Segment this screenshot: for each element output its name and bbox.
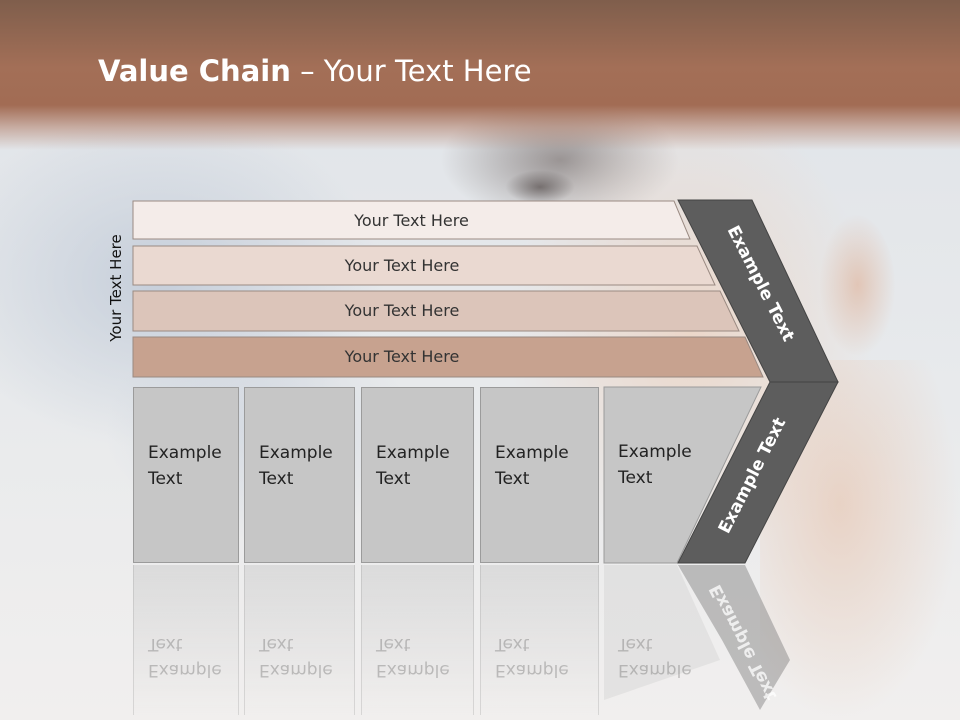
column-3-reflection: Example Text [361,565,474,715]
bar-4-shape [132,336,764,378]
bar-3-label: Your Text Here [344,301,460,320]
column-1-reflection-line2: Text [148,634,183,654]
column-1-reflection: Example Text [133,565,239,715]
column-5-line1: Example [618,442,692,462]
page-title[interactable]: Value Chain – Your Text Here [98,54,532,88]
column-3-line1: Example [376,443,450,463]
column-4-reflection: Example Text [480,565,599,715]
column-1[interactable]: Example Text [133,387,239,563]
column-2[interactable]: Example Text [244,387,355,563]
background-ear [820,215,895,355]
column-4[interactable]: Example Text [480,387,599,563]
column-1-line1: Example [148,443,222,463]
column-2-line1: Example [259,443,333,463]
bar-2-shape [132,245,716,286]
column-3-line2: Text [376,469,411,489]
column-2-reflection: Example Text [244,565,355,715]
column-5-reflection-text: Example Text [604,565,692,715]
title-band [0,0,960,150]
bar-2[interactable]: Your Text Here [133,246,699,285]
bar-4-label: Your Text Here [344,347,460,366]
column-4-line2: Text [495,469,530,489]
column-5-reflection-line2: Text [618,634,653,654]
bar-1[interactable]: Your Text Here [133,201,690,240]
column-3[interactable]: Example Text [361,387,474,563]
column-5-reflection-line1: Example [618,660,692,680]
bar-1-label: Your Text Here [354,211,469,230]
bar-2-label: Your Text Here [344,256,460,275]
column-4-line1: Example [495,443,569,463]
column-4-reflection-line1: Example [495,660,569,680]
bar-3-shape [132,290,740,332]
title-bold: Value Chain [98,54,291,88]
bar-3[interactable]: Your Text Here [133,291,699,330]
bar-1-shape [132,200,691,240]
background-eye [505,170,575,204]
column-5[interactable]: Example Text [604,387,714,563]
column-2-reflection-line2: Text [259,634,294,654]
column-3-reflection-line1: Example [376,660,450,680]
column-5-reflection [604,565,720,700]
bar-4[interactable]: Your Text Here [133,337,699,376]
column-5-shape [603,386,762,564]
column-1-line2: Text [148,469,183,489]
column-3-reflection-line2: Text [376,634,411,654]
column-4-reflection-line2: Text [495,634,530,654]
chevron-lower[interactable] [677,381,839,564]
chevron-reflection [678,565,790,710]
title-rest: – Your Text Here [290,54,532,88]
column-2-reflection-line1: Example [259,660,333,680]
column-1-reflection-line1: Example [148,660,222,680]
column-2-line2: Text [259,469,294,489]
column-5-line2: Text [618,468,653,488]
